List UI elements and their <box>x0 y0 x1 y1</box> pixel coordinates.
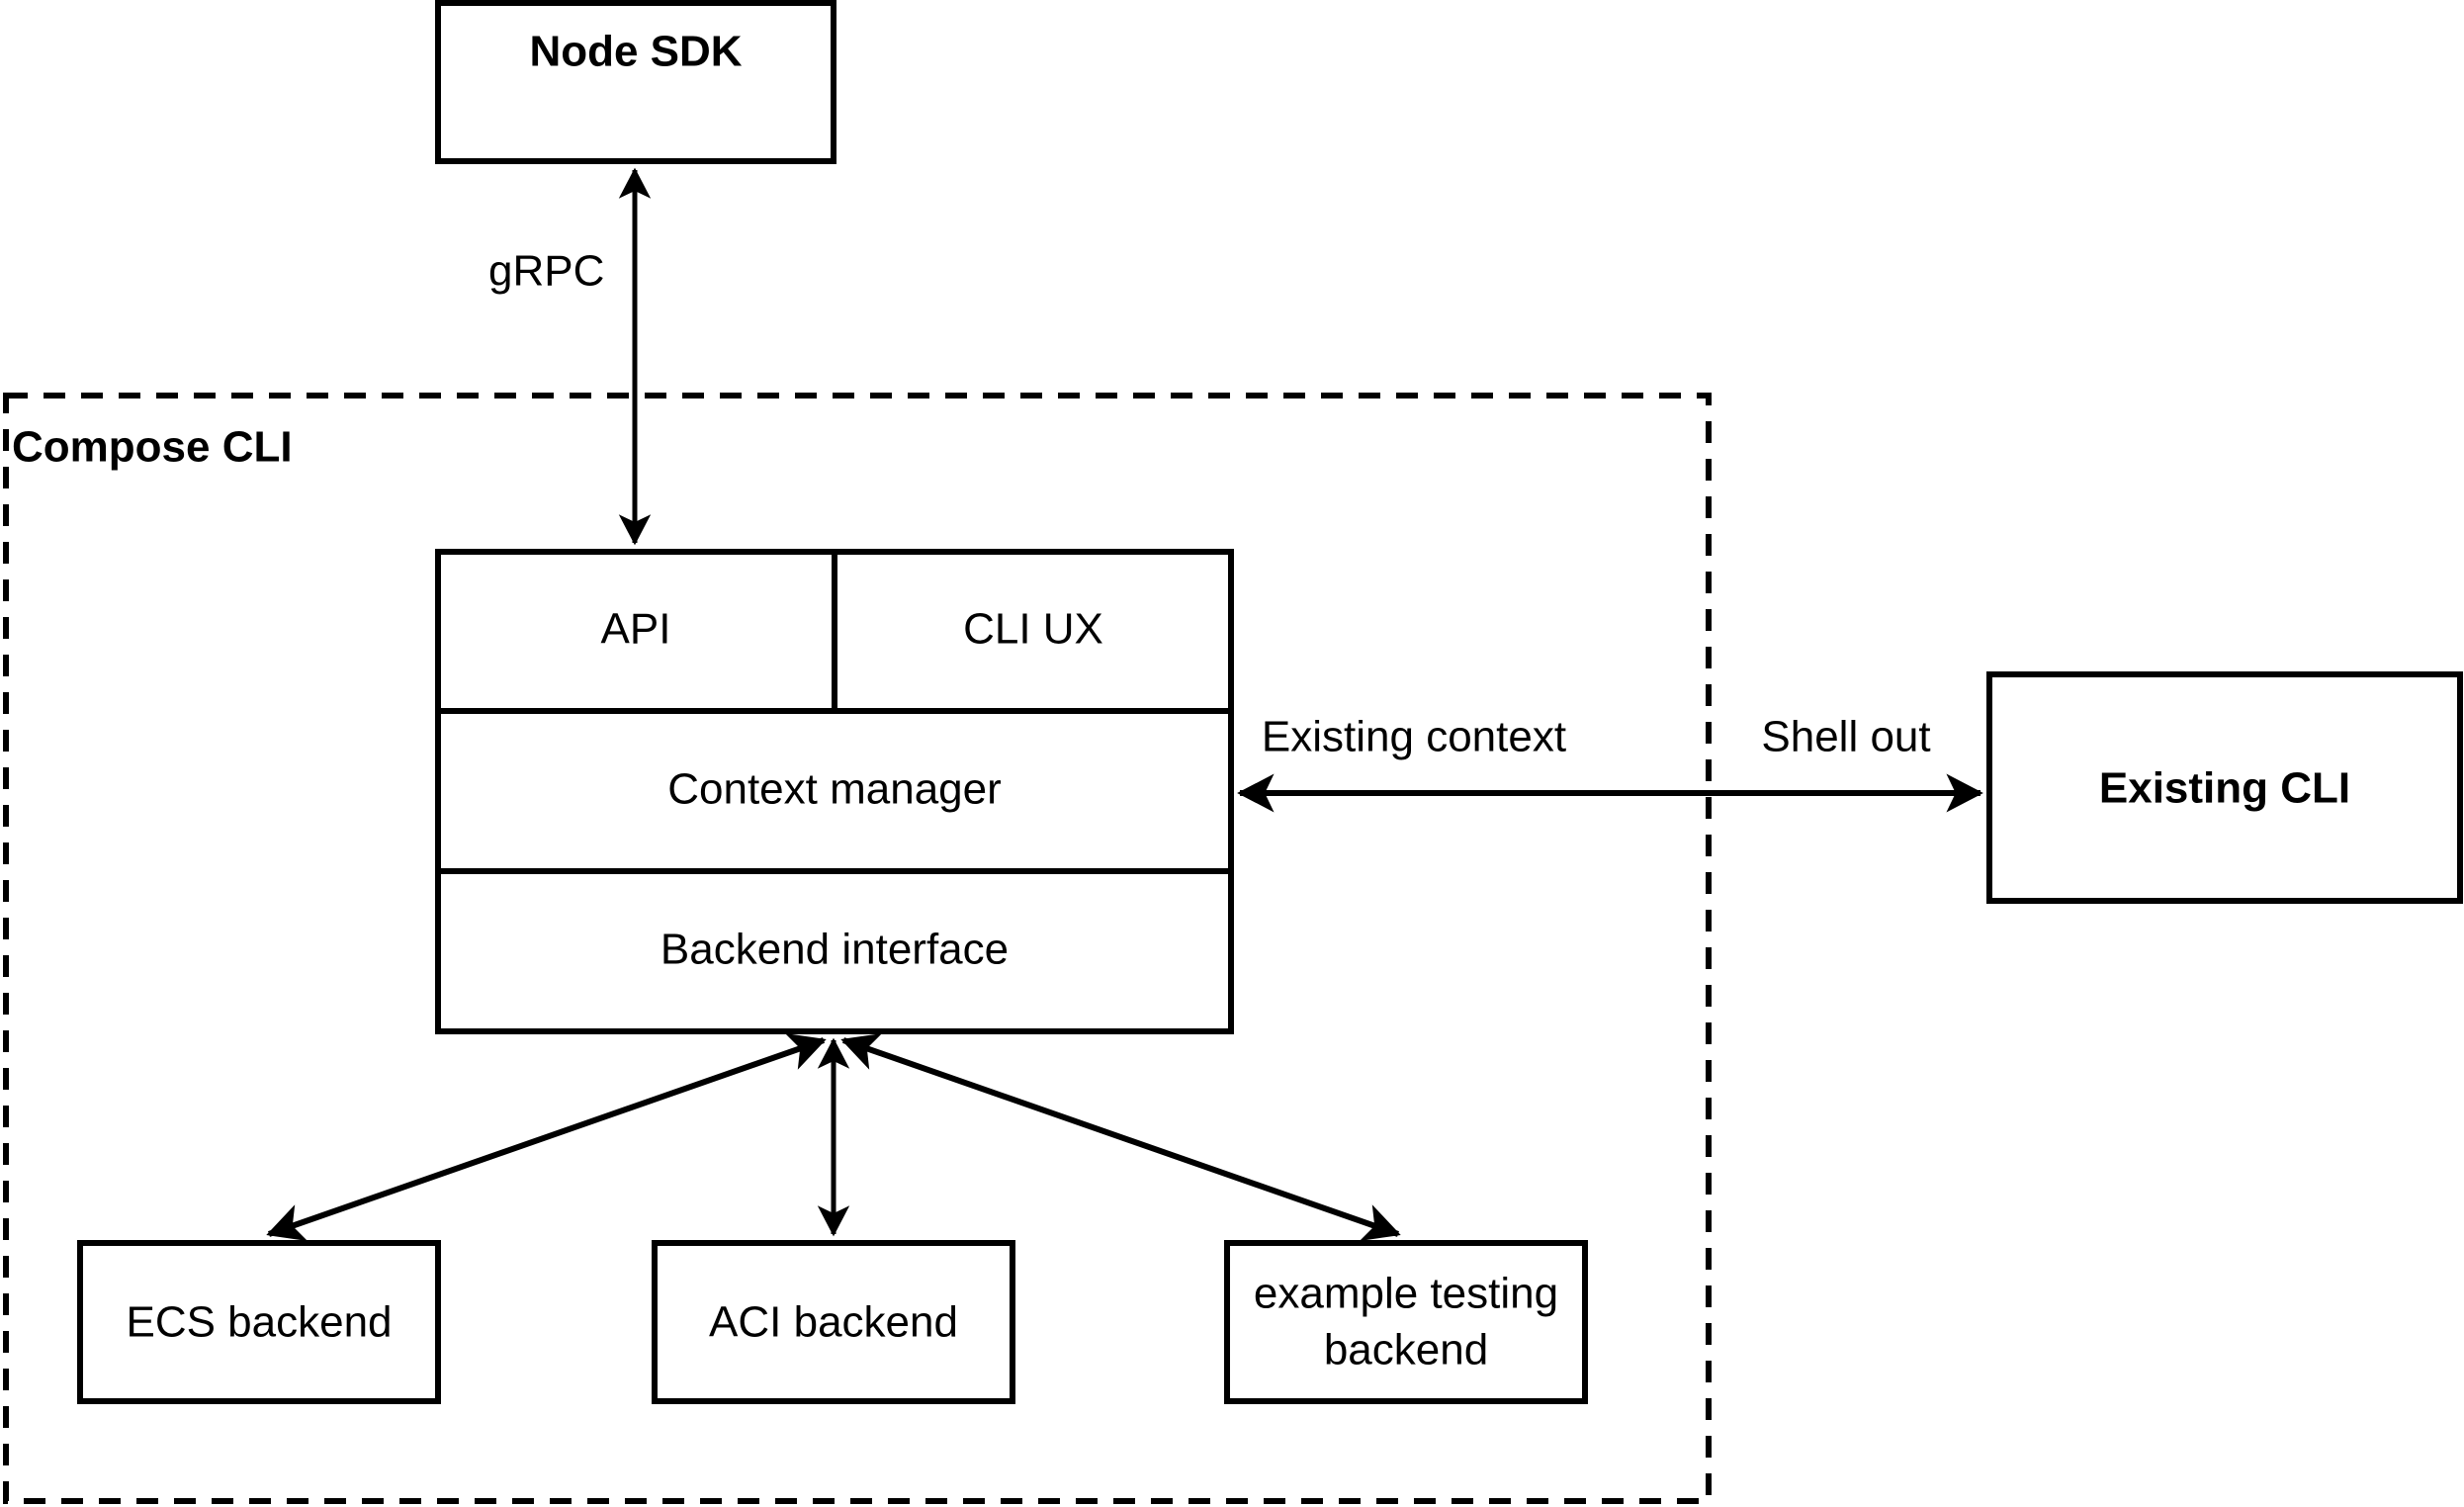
existing-context-edge-label: Existing context <box>1262 713 1566 761</box>
existing-cli-box[interactable]: Existing CLI <box>1986 671 2463 904</box>
compose-cli-group: Compose CLI <box>3 393 1712 1504</box>
backend-interface-cell[interactable]: Backend interface <box>660 926 1009 974</box>
grpc-connector: gRPC <box>488 167 652 546</box>
aci-backend-box-rect <box>652 1240 1015 1404</box>
backend-to-example-testing-arrow <box>840 1033 1401 1241</box>
node-sdk-label: Node SDK <box>529 28 742 76</box>
shell-out-edge-label: Shell out <box>1761 713 1930 761</box>
cli-ux-label: CLI UX <box>963 605 1103 654</box>
ecs-backend-box-rect <box>77 1240 441 1404</box>
ecs-backend-box[interactable]: ECS backend <box>77 1240 441 1404</box>
cli-ux-cell[interactable]: CLI UX <box>963 605 1103 654</box>
example-testing-backend-label-line1: example testing <box>1254 1270 1558 1318</box>
existing-cli-label: Existing CLI <box>2099 764 2350 813</box>
compose-cli-group-label: Compose CLI <box>12 423 293 472</box>
backend-fanout-connectors <box>266 1033 1401 1241</box>
ecs-backend-label: ECS backend <box>126 1298 392 1347</box>
backend-interface-label: Backend interface <box>660 926 1009 974</box>
api-cell[interactable]: API <box>601 605 671 654</box>
cli-stack-box: API CLI UX Context manager Backend inter… <box>435 549 1234 1034</box>
existing-cli-box-rect <box>1986 671 2463 904</box>
aci-backend-label: ACI backend <box>709 1298 958 1347</box>
api-label: API <box>601 605 671 654</box>
node-sdk-box[interactable]: Node SDK <box>435 0 836 164</box>
backend-to-ecs-arrow <box>266 1033 827 1241</box>
example-testing-backend-label-line2: backend <box>1324 1326 1488 1374</box>
aci-backend-box[interactable]: ACI backend <box>652 1240 1015 1404</box>
context-manager-label: Context manager <box>667 765 1002 814</box>
context-existing-cli-connector: Existing context Shell out <box>1237 713 1983 813</box>
example-testing-backend-box-rect <box>1224 1240 1588 1404</box>
example-testing-backend-box[interactable]: example testing backend <box>1224 1240 1588 1404</box>
grpc-edge-label: gRPC <box>488 247 604 296</box>
context-manager-cell[interactable]: Context manager <box>667 765 1002 814</box>
compose-cli-group-border <box>3 393 1712 1504</box>
node-sdk-box-rect <box>435 0 836 164</box>
